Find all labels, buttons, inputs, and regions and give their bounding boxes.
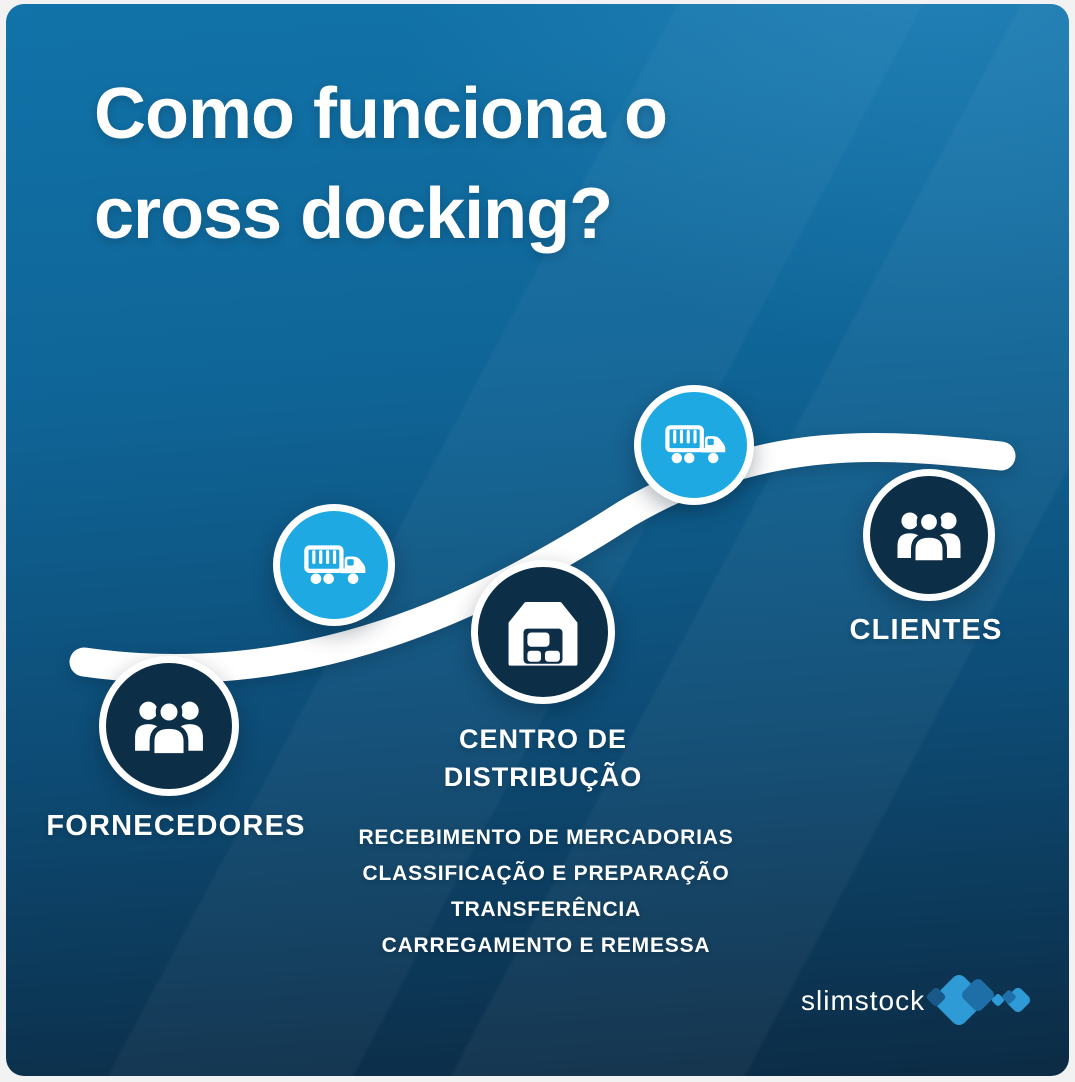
truck-icon	[664, 425, 725, 464]
node-centro-distribucao	[471, 560, 615, 704]
warehouse-icon	[508, 601, 578, 666]
dc-step-4: CARREGAMENTO E REMESSA	[381, 934, 711, 957]
node-clientes	[863, 469, 995, 601]
label-centro-line2: DISTRIBUÇÃO	[443, 762, 643, 792]
dc-step-2: CLASSIFICAÇÃO E PREPARAÇÃO	[362, 862, 730, 885]
truck-icon	[304, 544, 366, 584]
node-transport-outbound	[634, 385, 754, 505]
flow-curve-path	[69, 432, 1016, 683]
dc-step-3: TRANSFERÊNCIA	[450, 898, 642, 921]
dc-step-1: RECEBIMENTO DE MERCADORIAS	[358, 826, 734, 849]
title-line-1: Como funciona o	[94, 74, 668, 154]
page-title: Como funciona o cross docking?	[94, 64, 668, 264]
title-line-2: cross docking?	[94, 174, 613, 254]
label-fornecedores: FORNECEDORES	[46, 810, 306, 842]
node-transport-inbound	[273, 504, 395, 626]
flow-curve	[69, 432, 1016, 683]
label-clientes: CLIENTES	[849, 614, 1003, 646]
slimstock-logo-mark diamond-cluster-icon	[926, 975, 1031, 1025]
node-fornecedores	[99, 656, 239, 796]
label-centro: CENTRO DE DISTRIBUÇÃO	[444, 720, 643, 796]
slimstock-logo-text: slimstock	[801, 985, 926, 1016]
people-group-icon	[135, 698, 203, 758]
label-centro-line1: CENTRO DE	[458, 724, 627, 754]
infographic-card: Como funciona o cross docking? FORNECEDO…	[6, 4, 1069, 1076]
people-group-icon	[897, 509, 961, 565]
dc-steps: RECEBIMENTO DE MERCADORIAS CLASSIFICAÇÃO…	[358, 820, 733, 964]
